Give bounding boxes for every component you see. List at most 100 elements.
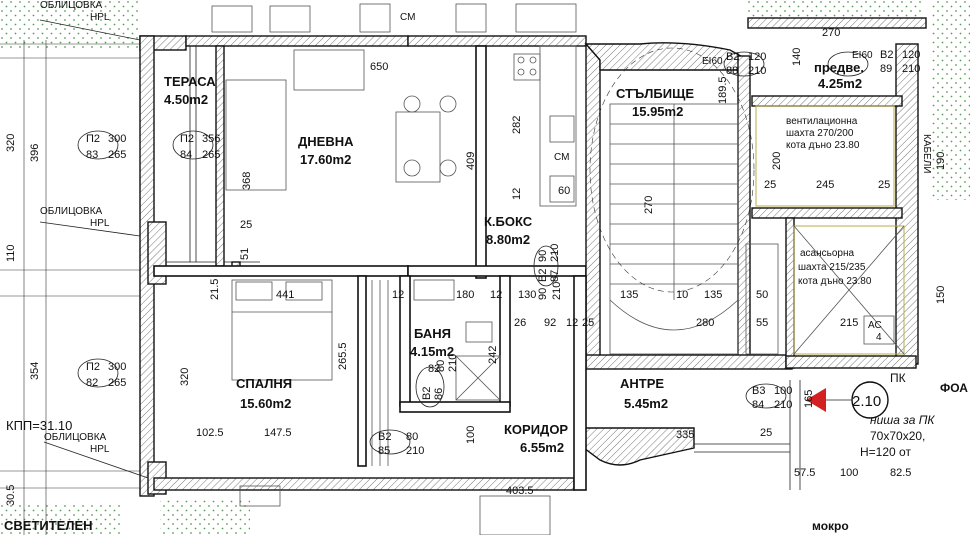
svg-text:П2: П2 (86, 361, 100, 373)
note-vent-3: кота дъно 23.80 (786, 140, 860, 151)
dimension-label: 60 (558, 185, 570, 197)
svg-text:87: 87 (549, 270, 561, 282)
landscape-area-right (930, 0, 970, 200)
dimension-label: 189.5 (717, 76, 729, 104)
dimension-label: 110 (5, 244, 17, 262)
landscape-area-bottom-mid (160, 500, 250, 535)
note-level: КПП=31.10 (6, 418, 72, 433)
wall-top (185, 35, 409, 47)
note-fo: ФОА (940, 381, 968, 395)
dimension-label: 50 (756, 289, 768, 301)
wall-bedroom-east (357, 275, 367, 467)
dimension-label: 135 (704, 289, 722, 301)
note-cladding-top: ОБЛИЦОВКА (40, 0, 103, 11)
door-tag-b2-c: В2 80 85 210 (378, 431, 424, 457)
room-area-bath: 4.15m2 (410, 344, 454, 359)
note-cm-kitchen: СМ (554, 152, 569, 163)
svg-text:В2: В2 (880, 49, 893, 61)
dimension-label: 265.5 (337, 342, 349, 370)
note-cladding-bottom: ОБЛИЦОВКА (44, 432, 107, 443)
note-lift-1: асансьорна (800, 248, 855, 259)
dimension-label: 10 (676, 289, 688, 301)
dimension-label: 354 (29, 362, 41, 380)
dimension-label: 51 (239, 248, 251, 260)
svg-text:85: 85 (378, 445, 390, 457)
landscape-area-bottom (0, 505, 120, 535)
door-tag-b2-b: В2 120 89 210 (880, 49, 920, 75)
dimension-label: 55 (756, 317, 768, 329)
door-tag-b3: В3 100 84 210 (752, 385, 792, 411)
room-name-bath: БАНЯ (414, 326, 451, 341)
dimension-label: 270 (822, 27, 840, 39)
svg-text:80: 80 (406, 431, 418, 443)
dimension-label: 282 (511, 116, 523, 134)
svg-text:П2: П2 (86, 133, 100, 145)
dimension-label: 320 (5, 134, 17, 152)
note-vent-2: шахта 270/200 (786, 128, 854, 139)
wall-east-core (895, 43, 919, 365)
svg-text:210: 210 (447, 354, 459, 372)
note-ei60-b: EI60 (852, 50, 873, 61)
wall-top-kitchen (407, 35, 587, 47)
svg-text:90: 90 (537, 250, 549, 262)
svg-text:В2: В2 (537, 269, 549, 282)
note-niche-1: ниша за ПК (870, 413, 935, 427)
room-name-hall: АНТРЕ (620, 376, 664, 391)
svg-text:120: 120 (748, 51, 766, 63)
dimension-label: 30.5 (5, 485, 17, 506)
dimension-label: 100 (840, 467, 858, 479)
dimension-label: 215 (840, 317, 858, 329)
room-name-bedroom: СПАЛНЯ (236, 376, 292, 391)
dimension-label: 12 (566, 317, 578, 329)
room-area-terrace: 4.50m2 (164, 92, 208, 107)
note-cladding-mid: ОБЛИЦОВКА (40, 206, 103, 217)
wall-lift-west (785, 217, 795, 369)
dimension-label: 12 (511, 188, 523, 200)
wall-vestibule-north (747, 17, 927, 29)
dimension-label: 92 (544, 317, 556, 329)
room-name-kitchen: К.БОКС (484, 214, 533, 229)
dimension-label: 280 (696, 317, 714, 329)
note-cables: КАБЕЛИ (921, 134, 932, 173)
note-ac: АС (868, 320, 882, 331)
dimension-label: 12 (392, 289, 404, 301)
svg-text:300: 300 (108, 133, 126, 145)
dimension-label: 368 (241, 172, 253, 190)
dimension-label: 82.5 (890, 467, 911, 479)
dimension-label: 25 (764, 179, 776, 191)
dimension-label: 26 (514, 317, 526, 329)
room-name-terrace: ТЕРАСА (164, 74, 216, 89)
wall-kitchen-west (475, 45, 487, 279)
room-area-bedroom: 15.60m2 (240, 396, 291, 411)
dimension-label: 147.5 (264, 427, 292, 439)
dimension-label: 57.5 (794, 467, 815, 479)
room-name-corridor: КОРИДОР (504, 422, 568, 437)
svg-text:210: 210 (406, 445, 424, 457)
note-niche-2: 70x70x20, (870, 429, 925, 443)
svg-text:88: 88 (726, 65, 738, 77)
dimension-label: 25 (878, 179, 890, 191)
room-area-hall: 5.45m2 (624, 396, 668, 411)
dimension-label: 150 (935, 286, 947, 304)
svg-text:84: 84 (180, 149, 192, 161)
dimension-label: 25 (760, 427, 772, 439)
room-name-vestibule: предве. (814, 60, 864, 75)
dimension-label: 180 (456, 289, 474, 301)
wall-stair-south (585, 354, 793, 370)
note-hpl-top: HPL (90, 12, 110, 23)
dimension-label: 165 (803, 390, 815, 408)
door-tag-b2-a: В2 120 88 210 (726, 51, 766, 77)
svg-text:84: 84 (752, 399, 764, 411)
dimension-label: 12 (490, 289, 502, 301)
note-lift-3: кота дъно 23.80 (798, 276, 872, 287)
svg-text:265: 265 (202, 149, 220, 161)
note-pk: ПК (890, 371, 906, 385)
dimension-label: 135 (620, 289, 638, 301)
svg-text:В2: В2 (421, 387, 433, 400)
svg-text:80: 80 (435, 360, 447, 372)
svg-text:210: 210 (549, 244, 561, 262)
room-area-kitchen: 8.80m2 (486, 232, 530, 247)
svg-text:83: 83 (86, 149, 98, 161)
wall-stair-north (584, 42, 749, 71)
